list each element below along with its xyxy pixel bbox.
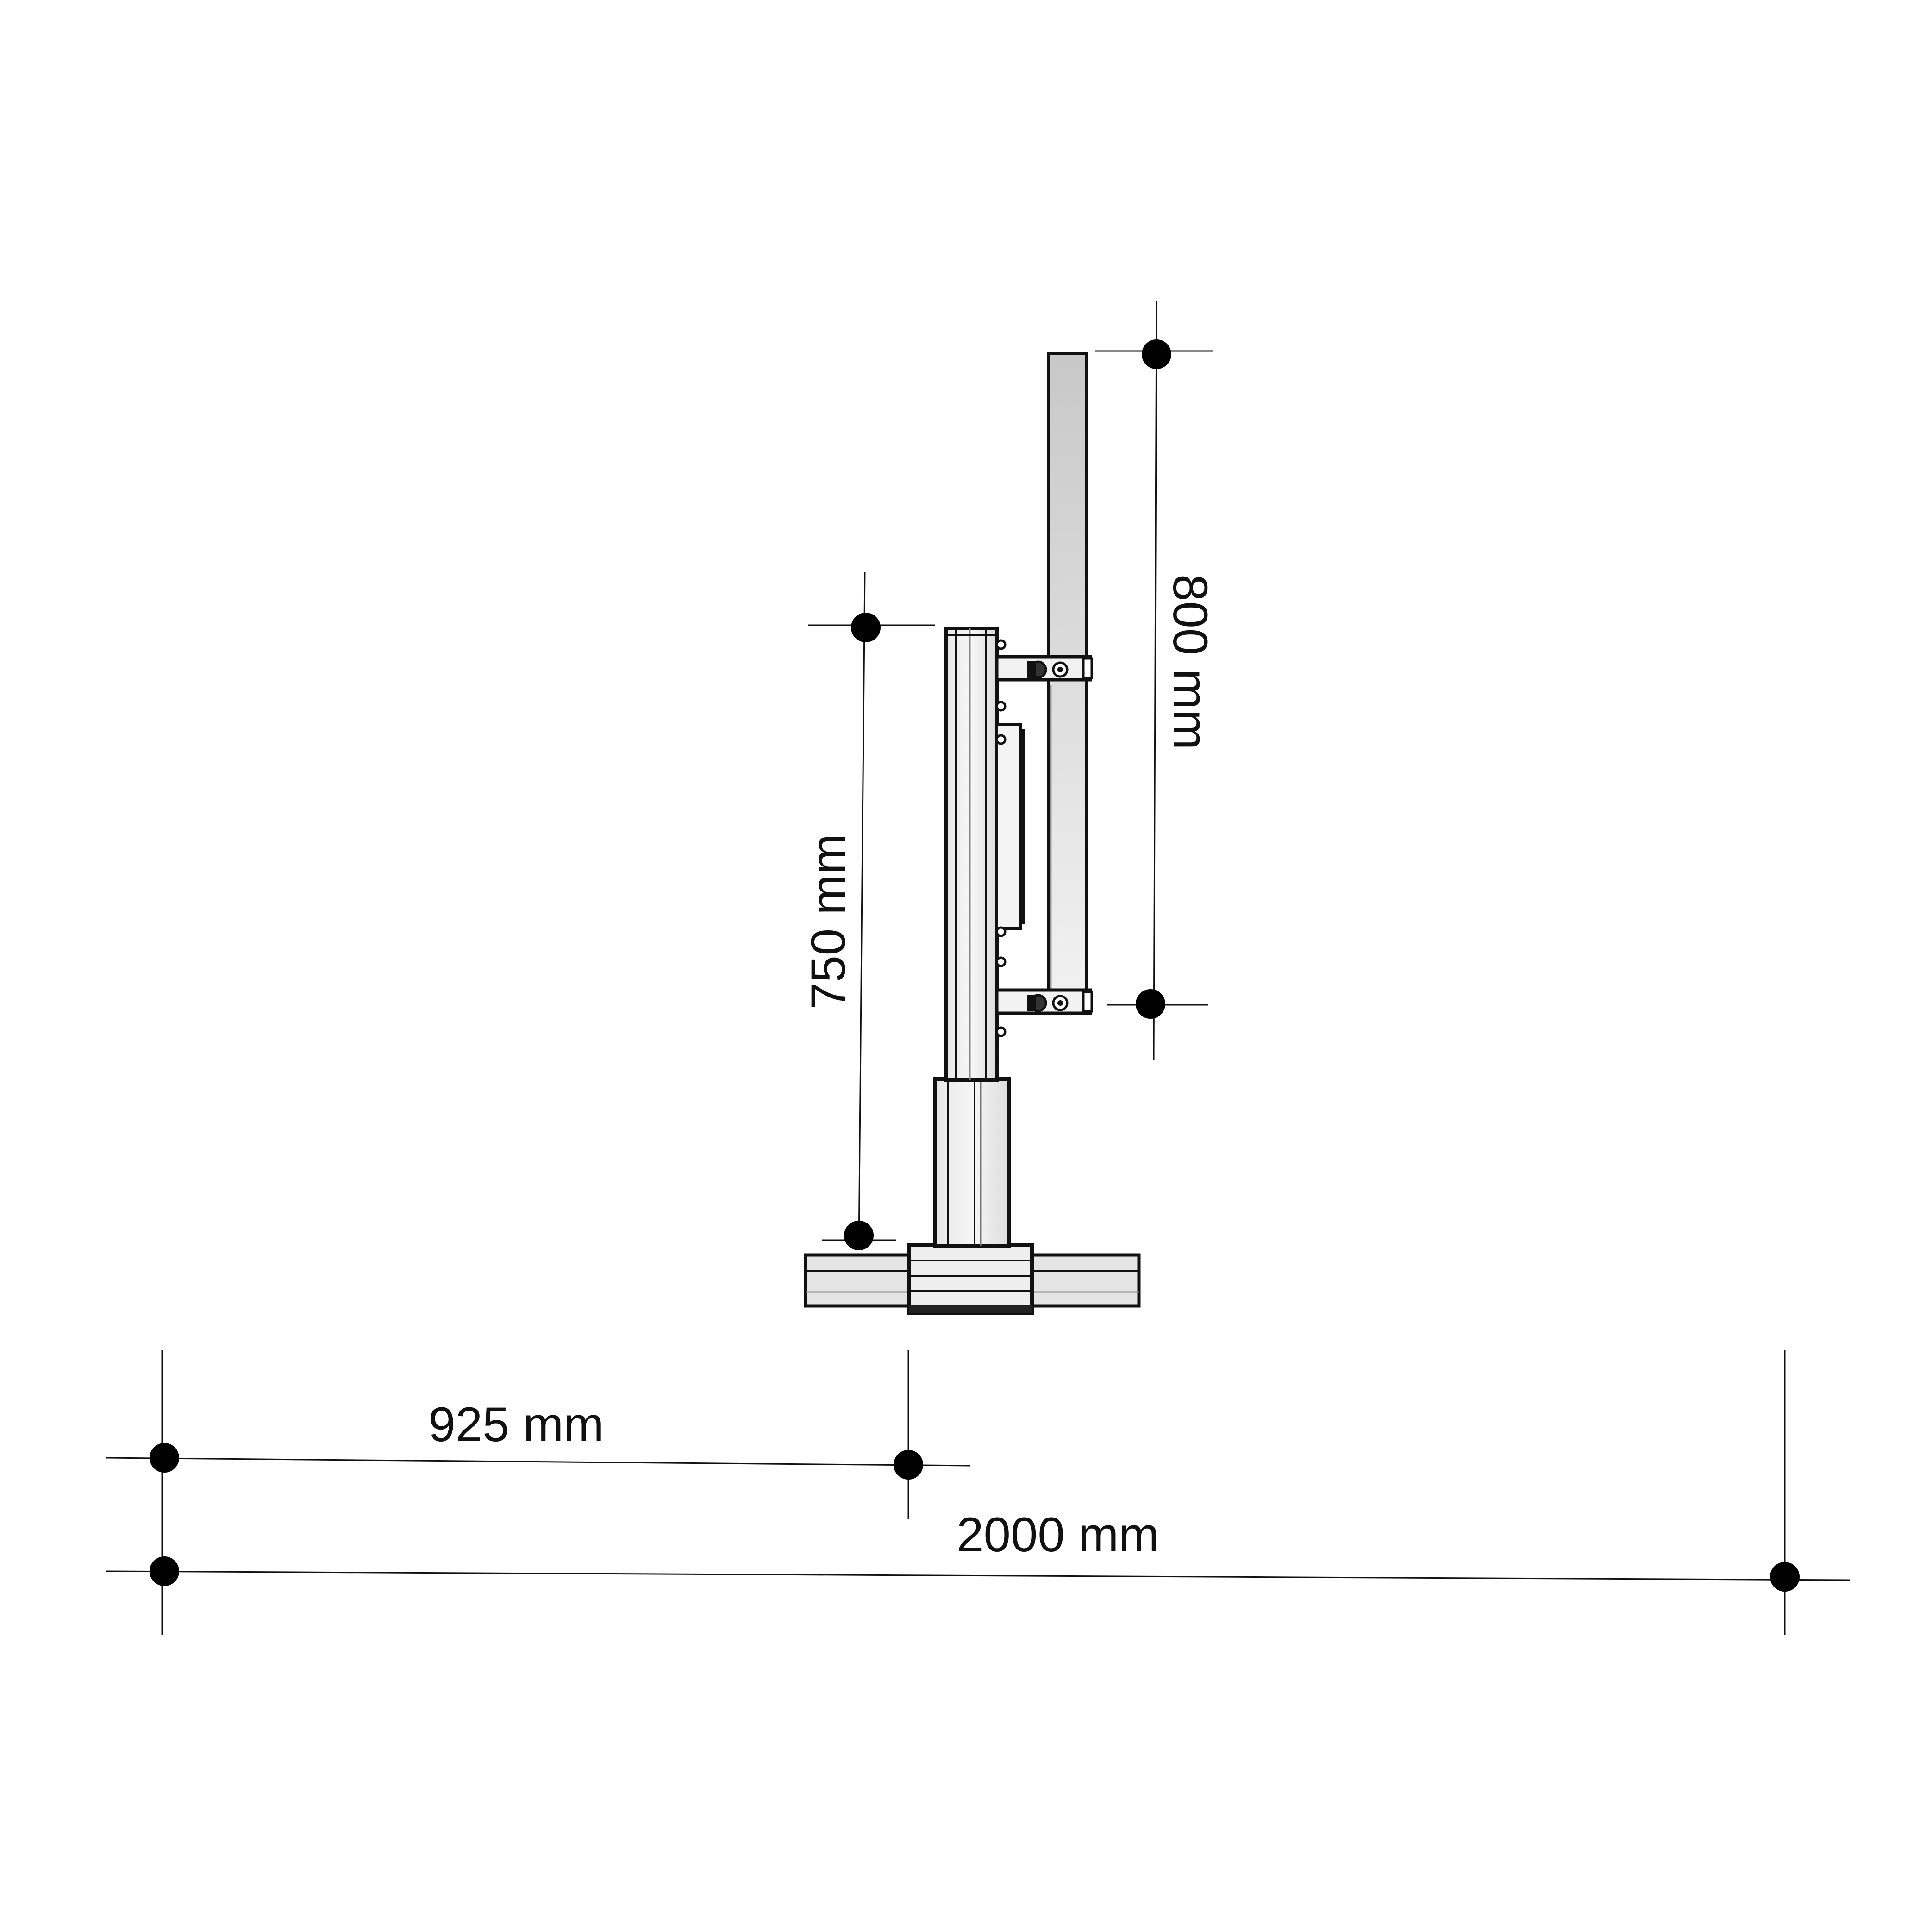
- dim-label-925: 925 mm: [428, 1398, 604, 1452]
- upper-post-clamp: [995, 655, 1093, 682]
- dim-dot-2000-left: [150, 1556, 179, 1586]
- dim-dot-750-top: [851, 613, 881, 642]
- plate-bolts: [995, 639, 1007, 1037]
- dim-dot-750-bottom: [844, 1221, 874, 1250]
- dim-dot-800-top: [1142, 339, 1171, 369]
- dim-line-925-horizontal: [106, 1457, 970, 1467]
- dim-label-2000: 2000 mm: [957, 1508, 1159, 1562]
- lower-post-clamp: [995, 988, 1093, 1015]
- center-clamp: [907, 1243, 1034, 1315]
- lower-column: [933, 1077, 1011, 1248]
- dim-line-750-vertical: [858, 571, 866, 1251]
- dim-label-800: 800 mm: [1163, 574, 1217, 750]
- dim-dot-2000-right: [1770, 1562, 1800, 1592]
- dimension-750mm: 750 mm: [801, 571, 935, 1251]
- dim-dot-925-left: [150, 1443, 179, 1473]
- vertical-post: [1047, 352, 1088, 1012]
- upper-column: [944, 627, 999, 1082]
- dim-line-2000-horizontal: [106, 1570, 1850, 1581]
- mounting-plate: [995, 639, 1025, 1037]
- dimension-2000mm: 2000 mm: [106, 1350, 1850, 1635]
- dim-dot-800-bottom: [1136, 989, 1165, 1019]
- dim-label-750: 750 mm: [801, 834, 856, 1010]
- dimension-925mm: 925 mm: [106, 1350, 970, 1635]
- dimension-800mm: 800 mm: [1095, 301, 1217, 1061]
- dim-dot-925-right: [894, 1450, 923, 1480]
- dim-line-800-vertical: [1153, 301, 1157, 1061]
